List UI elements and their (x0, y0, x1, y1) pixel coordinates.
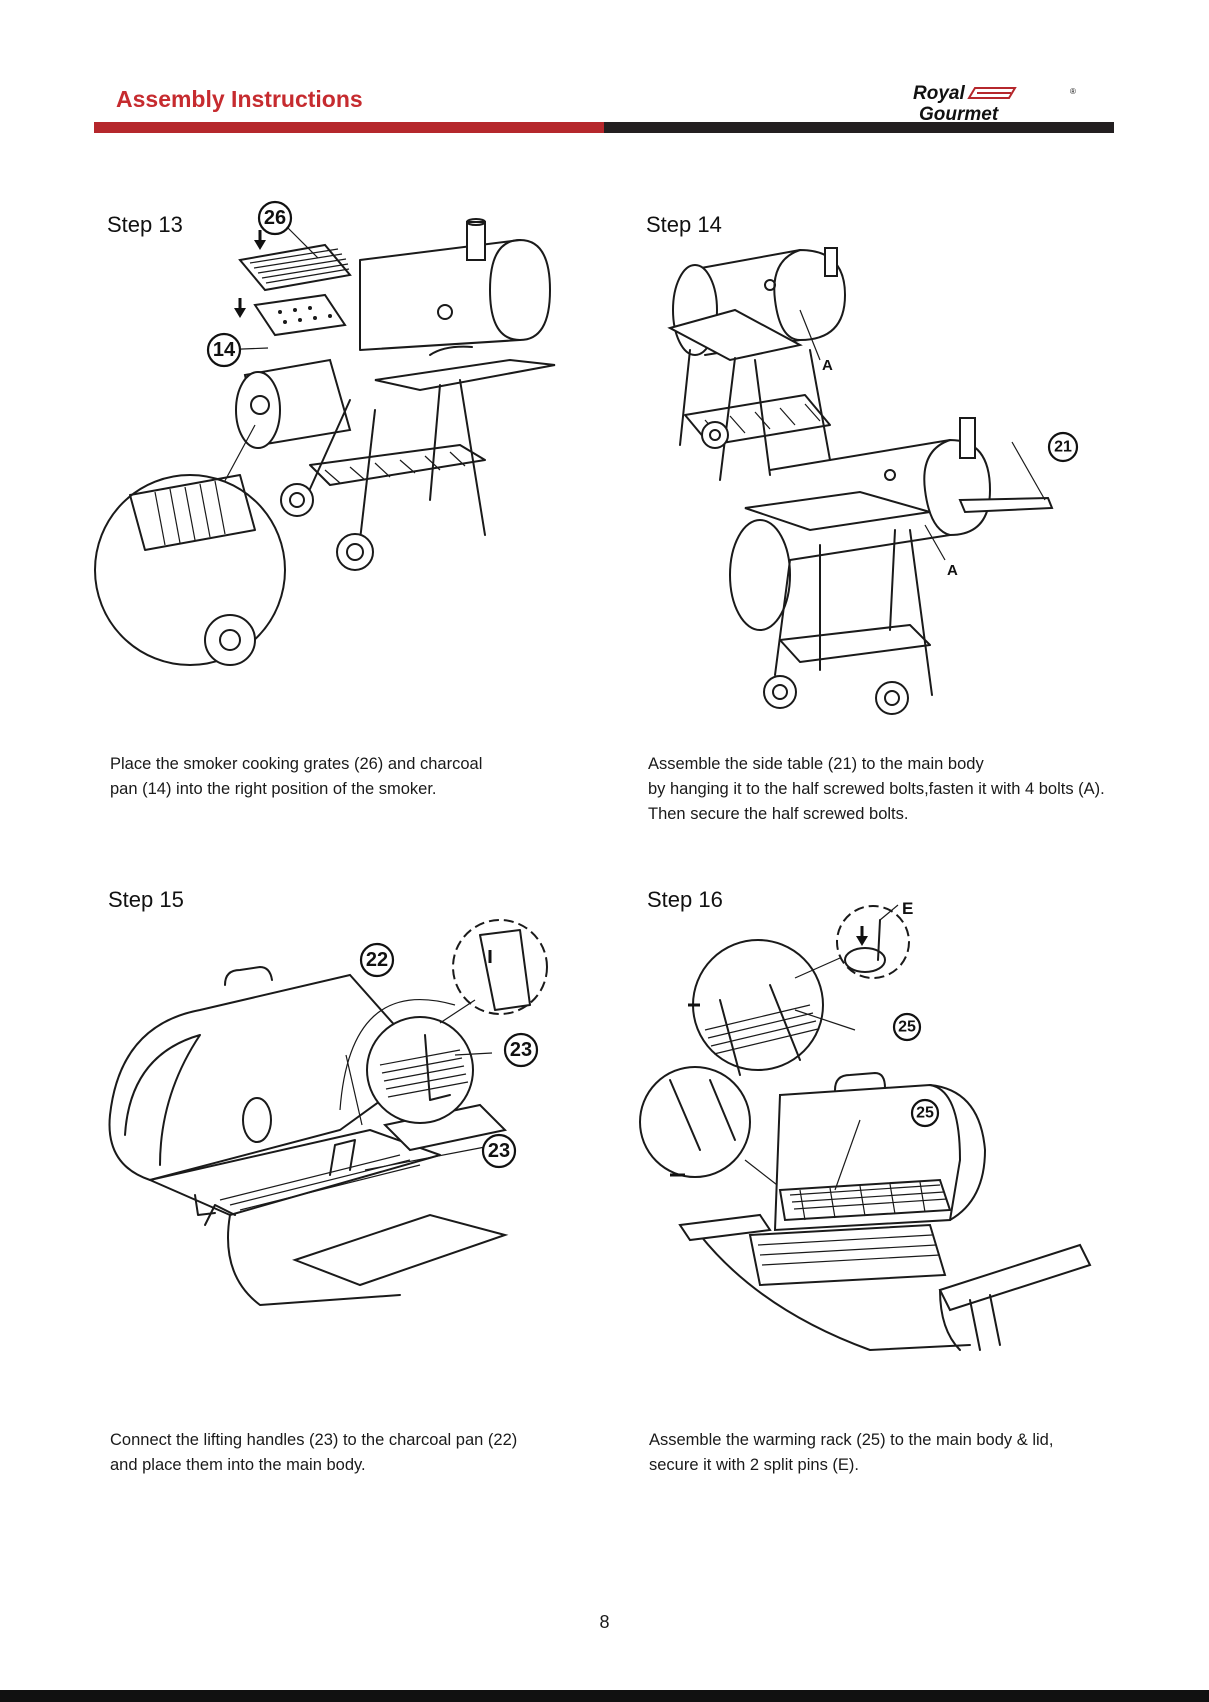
step-16-description: Assemble the warming rack (25) to the ma… (649, 1431, 1054, 1474)
step-15-callout-23-top: 23 (503, 1032, 539, 1068)
svg-text:E: E (902, 899, 913, 918)
step-13-callout-26: 26 (257, 200, 293, 236)
page-number: 8 (599, 1612, 610, 1632)
svg-text:22: 22 (366, 949, 388, 971)
step-15-illustration: 22 23 23 (108, 919, 548, 1306)
svg-text:Royal: Royal (913, 83, 965, 104)
svg-text:Gourmet: Gourmet (919, 104, 999, 124)
step-15-label: Step 15 (108, 887, 184, 912)
step-14-callout-21: 21 (1047, 431, 1079, 463)
svg-text:23: 23 (488, 1140, 510, 1162)
page-bottom-rule (0, 1690, 1209, 1702)
svg-text:A: A (947, 562, 958, 579)
step-14-description: Assemble the side table (21) to the main… (648, 755, 1105, 823)
step-16-callout-25-lower: 25 (910, 1098, 940, 1128)
svg-text:®: ® (1070, 87, 1076, 96)
step-13-description: Place the smoker cooking grates (26) and… (110, 755, 483, 798)
step-15-callout-22: 22 (359, 942, 395, 978)
step-14-label: Step 14 (646, 212, 722, 237)
header-accent-bar (94, 122, 604, 133)
step-16-callout-25-top: 25 (892, 1012, 922, 1042)
svg-text:26: 26 (264, 207, 286, 229)
svg-text:25: 25 (898, 1019, 916, 1036)
svg-text:21: 21 (1054, 439, 1072, 456)
step-14-illustration: A A 21 (667, 247, 1079, 715)
page-header-title: Assembly Instructions (116, 86, 363, 112)
step-13-label: Step 13 (107, 212, 183, 237)
svg-text:23: 23 (510, 1039, 532, 1061)
brand-logo: Royal Gourmet ® (913, 83, 1076, 124)
svg-text:14: 14 (213, 339, 236, 361)
svg-text:A: A (822, 357, 833, 374)
step-16-label: Step 16 (647, 887, 723, 912)
step-15-description: Connect the lifting handles (23) to the … (110, 1431, 518, 1474)
step-13-illustration: 26 14 (94, 200, 556, 666)
step-13-callout-14: 14 (206, 332, 242, 368)
header-dark-bar (604, 122, 1114, 133)
svg-text:25: 25 (916, 1105, 934, 1122)
step-16-illustration: E 25 25 (639, 899, 1092, 1351)
step-15-callout-23-bottom: 23 (481, 1133, 517, 1169)
